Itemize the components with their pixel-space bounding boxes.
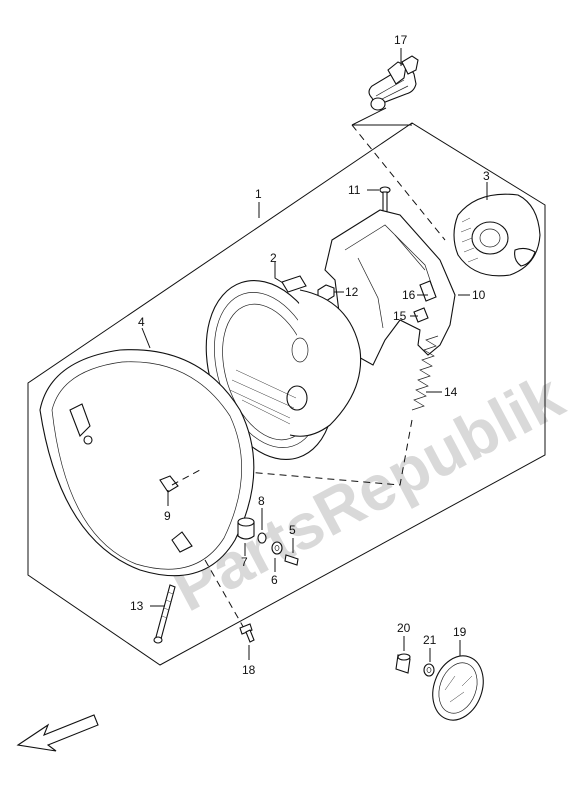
- callout-11: 11: [348, 183, 361, 197]
- callout-2: 2: [270, 251, 277, 265]
- collar-20-part: [395, 653, 411, 674]
- callout-9: 9: [164, 509, 171, 523]
- callout-8: 8: [258, 494, 265, 508]
- callout-18: 18: [242, 663, 256, 677]
- callout-14: 14: [444, 385, 458, 399]
- callout-19: 19: [453, 625, 467, 639]
- callout-5: 5: [289, 523, 296, 537]
- assembly-outline-box: [27, 122, 546, 666]
- callout-3: 3: [483, 169, 490, 183]
- reflector-19-part: [432, 655, 484, 721]
- socket-cap-part: [453, 193, 541, 277]
- rim-part: [39, 349, 255, 577]
- callout-6: 6: [271, 573, 278, 587]
- callout-13: 13: [130, 599, 144, 613]
- callout-20: 20: [397, 621, 411, 635]
- callout-7: 7: [241, 555, 248, 569]
- callout-1: 1: [255, 187, 262, 201]
- callout-4: 4: [138, 315, 145, 329]
- callout-17: 17: [394, 33, 408, 47]
- washer-6-part: [271, 541, 283, 555]
- callout-15: 15: [393, 309, 407, 323]
- collar-8-part: [257, 532, 267, 544]
- screw-13-part: [153, 584, 176, 644]
- screw-18-part: [239, 623, 255, 643]
- screw-11-part: [379, 186, 391, 213]
- spring-part: [411, 335, 439, 411]
- grommet-7-part: [237, 517, 255, 540]
- bulb-part: [368, 55, 419, 111]
- callout-12: 12: [345, 285, 359, 299]
- washer-21-part: [423, 663, 435, 677]
- screw-5-part: [284, 554, 299, 566]
- callout-16: 16: [402, 288, 416, 302]
- front-direction-arrow: [16, 714, 99, 752]
- callout-10: 10: [472, 288, 486, 302]
- callout-21: 21: [423, 633, 437, 647]
